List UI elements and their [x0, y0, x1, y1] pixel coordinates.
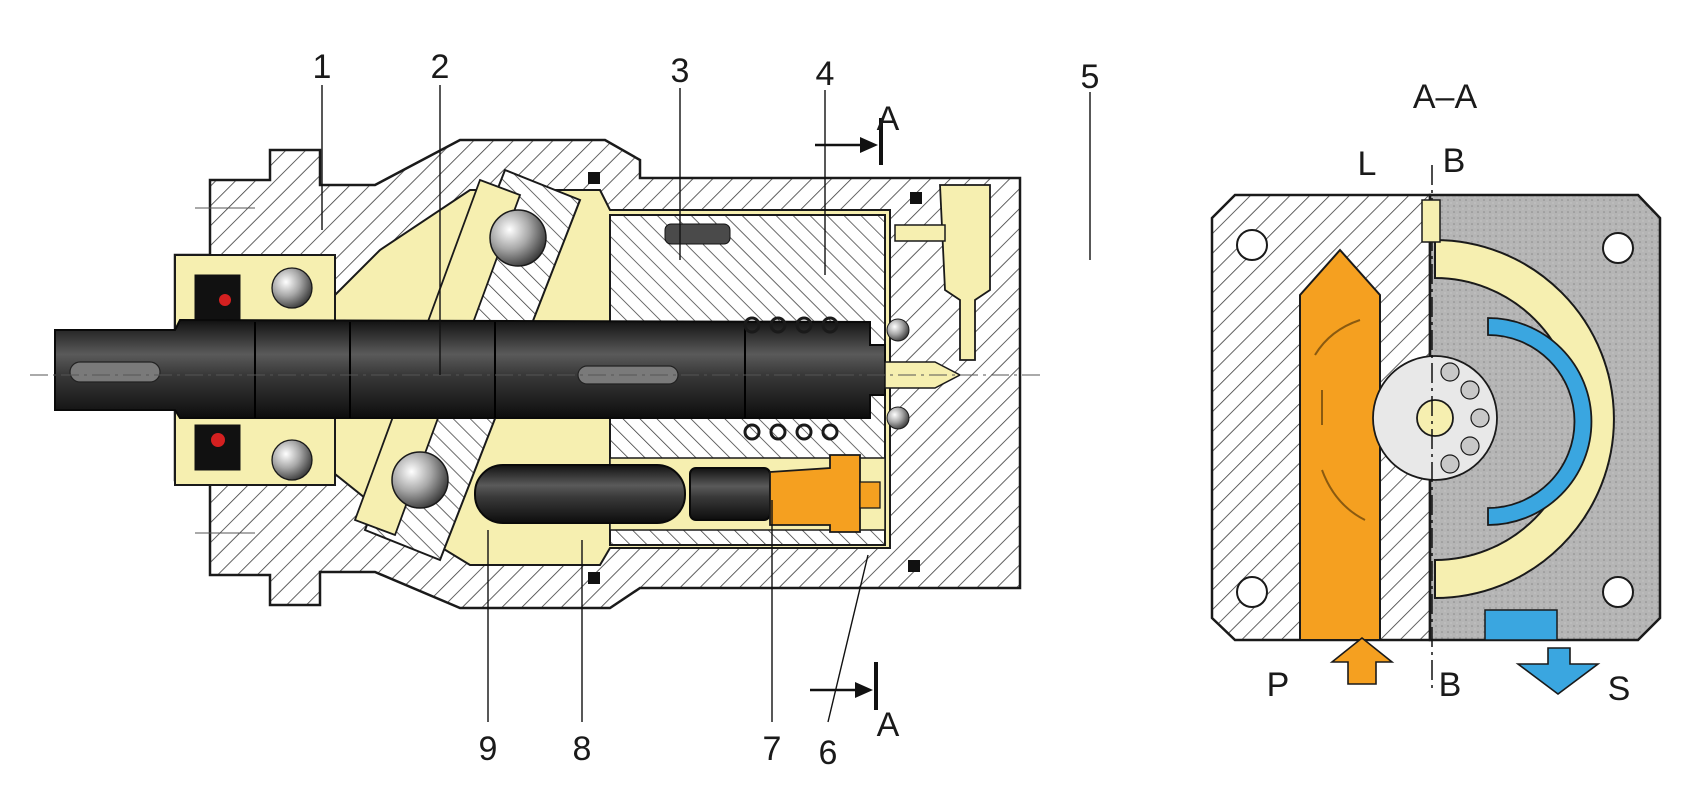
rear-bearing-ball-upper — [886, 318, 910, 342]
port-plate-right — [1428, 193, 1662, 642]
seal-spring-lower — [211, 433, 225, 447]
o-ring-2 — [910, 192, 922, 204]
leader-lines — [321, 85, 1091, 723]
suction-kidney — [1487, 317, 1593, 526]
part-number-9: 9 — [479, 730, 498, 768]
part-number-7: 7 — [763, 730, 782, 768]
part-number-8: 8 — [573, 730, 592, 768]
mounting-hole-tl — [1236, 229, 1268, 261]
part-number-2: 2 — [431, 48, 450, 86]
shaft-seal-lower — [194, 424, 241, 471]
swash-bearing-ball-lower — [391, 451, 449, 509]
section-b-port — [1421, 199, 1441, 243]
end-cover-passage — [939, 184, 991, 361]
section-a-a-view: A–A — [1210, 78, 1662, 708]
part-number-1: 1 — [313, 48, 332, 86]
shaft-bore — [1416, 399, 1454, 437]
swash-bearing-ball-upper — [489, 209, 547, 267]
piston-sleeve — [689, 467, 771, 521]
label-p: P — [1267, 666, 1290, 704]
label-s: S — [1608, 670, 1631, 708]
drive-shaft — [54, 318, 886, 419]
mounting-hole-bl — [1236, 576, 1268, 608]
pressure-kidney-slots — [1314, 319, 1366, 521]
mounting-hole-tr — [1602, 232, 1634, 264]
part-number-4: 4 — [816, 55, 835, 93]
section-view-title: A–A — [1413, 78, 1478, 116]
shaft-seal-upper — [194, 274, 241, 321]
suction-flow-arrow — [1515, 647, 1601, 695]
front-bearing-ball-lower — [271, 439, 313, 481]
shaft-key-front — [69, 361, 161, 383]
front-bearing-ball-upper — [271, 267, 313, 309]
part-number-6: 6 — [819, 734, 838, 772]
valve-stem — [859, 481, 881, 509]
o-ring-3 — [588, 572, 600, 584]
valve-plate-channel — [894, 224, 946, 242]
o-ring-1 — [588, 172, 600, 184]
part-number-3: 3 — [671, 52, 690, 90]
part-number-5: 5 — [1081, 58, 1100, 96]
section-cut-bottom — [810, 662, 878, 710]
label-b-bottom: B — [1439, 666, 1462, 704]
rear-bearing-ball-lower — [886, 406, 910, 430]
section-cut-top — [815, 118, 883, 165]
centering-spring — [743, 316, 839, 441]
cylinder-ring-pockets — [1440, 362, 1490, 474]
suction-port — [1484, 609, 1558, 641]
seal-spring-upper — [219, 294, 231, 306]
section-mark-a-bottom: A — [877, 706, 900, 744]
section-mark-a-top: A — [877, 100, 900, 138]
label-l: L — [1358, 145, 1377, 183]
block-plug — [664, 223, 731, 245]
mounting-hole-br — [1602, 576, 1634, 608]
pump-cross-section — [30, 138, 1045, 610]
control-valve-piston — [769, 454, 861, 533]
piston — [474, 464, 686, 524]
pressure-port — [1299, 248, 1381, 641]
o-ring-4 — [908, 560, 920, 572]
pressure-flow-arrow — [1329, 636, 1395, 685]
label-b-top: B — [1443, 142, 1466, 180]
